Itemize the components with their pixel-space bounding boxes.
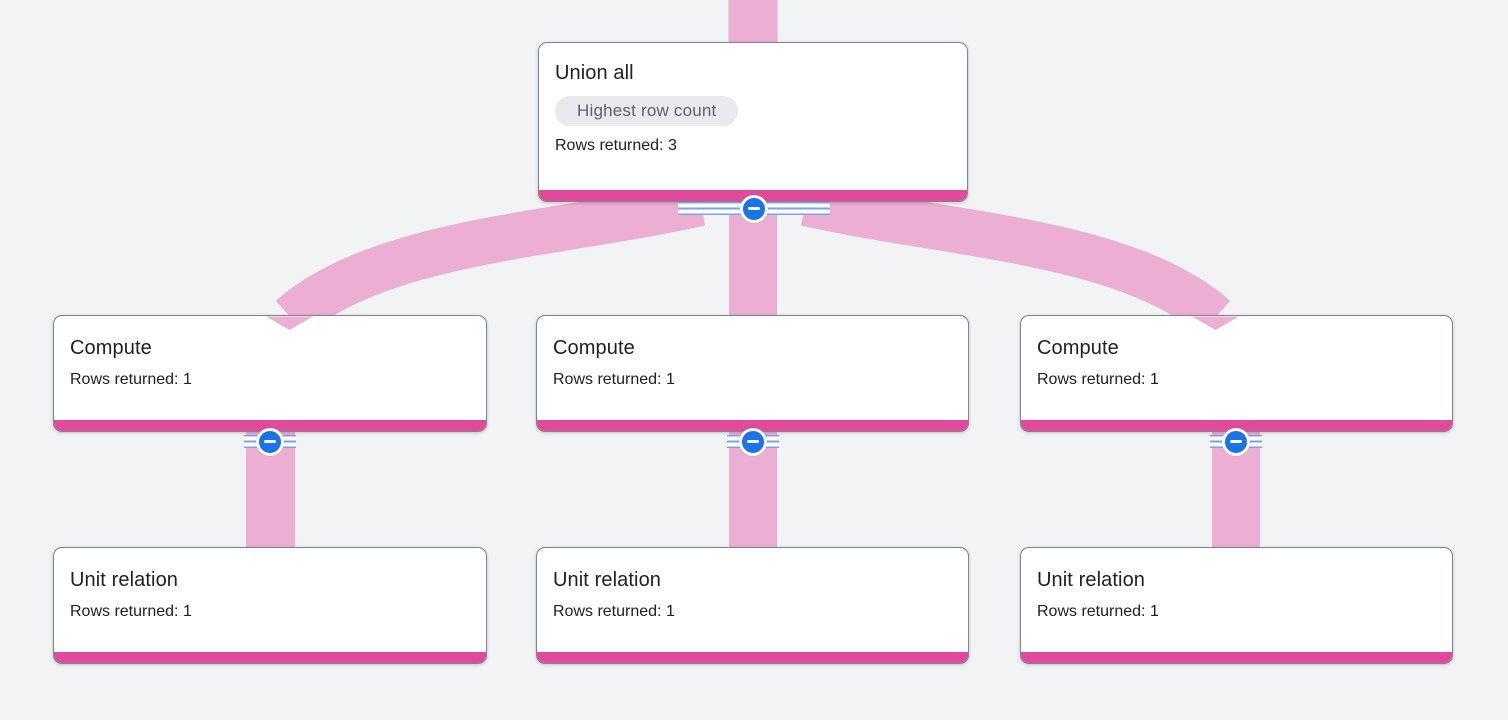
node-title: Unit relation — [1037, 569, 1146, 591]
node-unit-relation-center[interactable]: Unit relation Rows returned: 1 — [536, 547, 969, 664]
node-title: Compute — [70, 337, 152, 359]
rows-returned-label: Rows returned: 1 — [553, 371, 675, 388]
rows-returned-label: Rows returned: 3 — [555, 137, 677, 154]
rows-returned-label: Rows returned: 1 — [70, 603, 192, 620]
arrowhead-compute-left — [266, 316, 313, 330]
collapse-minus-icon — [1222, 427, 1250, 456]
edge-input-to-union — [728, 0, 778, 43]
highest-row-count-badge: Highest row count — [555, 96, 739, 126]
edge-union-to-compute-right — [800, 180, 1231, 336]
rows-returned-label: Rows returned: 1 — [1037, 371, 1159, 388]
collapse-button-compute-left[interactable] — [244, 427, 296, 456]
node-accent-bar — [537, 420, 968, 431]
arrowhead-compute-right — [1192, 316, 1239, 330]
node-accent-bar — [1021, 420, 1452, 431]
collapse-minus-icon — [739, 427, 767, 456]
node-unit-relation-left[interactable]: Unit relation Rows returned: 1 — [53, 547, 487, 664]
node-title: Compute — [1037, 337, 1119, 359]
collapse-button-compute-center[interactable] — [727, 427, 779, 456]
node-title: Unit relation — [553, 569, 662, 591]
node-compute-center[interactable]: Compute Rows returned: 1 — [536, 315, 969, 432]
node-accent-bar — [537, 652, 968, 663]
collapse-minus-icon — [256, 427, 284, 456]
node-title: Compute — [553, 337, 635, 359]
rows-returned-label: Rows returned: 1 — [553, 603, 675, 620]
rows-returned-label: Rows returned: 1 — [70, 371, 192, 388]
node-accent-bar — [54, 652, 486, 663]
collapse-minus-icon — [740, 194, 768, 223]
collapse-button-union[interactable] — [678, 194, 830, 223]
node-title: Unit relation — [70, 569, 179, 591]
node-unit-relation-right[interactable]: Unit relation Rows returned: 1 — [1020, 547, 1453, 664]
collapse-button-compute-right[interactable] — [1210, 427, 1262, 456]
node-title: Union all — [555, 62, 634, 84]
node-compute-left[interactable]: Compute Rows returned: 1 — [53, 315, 487, 432]
node-accent-bar — [1021, 652, 1452, 663]
node-accent-bar — [54, 420, 486, 431]
edge-union-to-compute-left — [275, 180, 706, 336]
rows-returned-label: Rows returned: 1 — [1037, 603, 1159, 620]
node-compute-right[interactable]: Compute Rows returned: 1 — [1020, 315, 1453, 432]
